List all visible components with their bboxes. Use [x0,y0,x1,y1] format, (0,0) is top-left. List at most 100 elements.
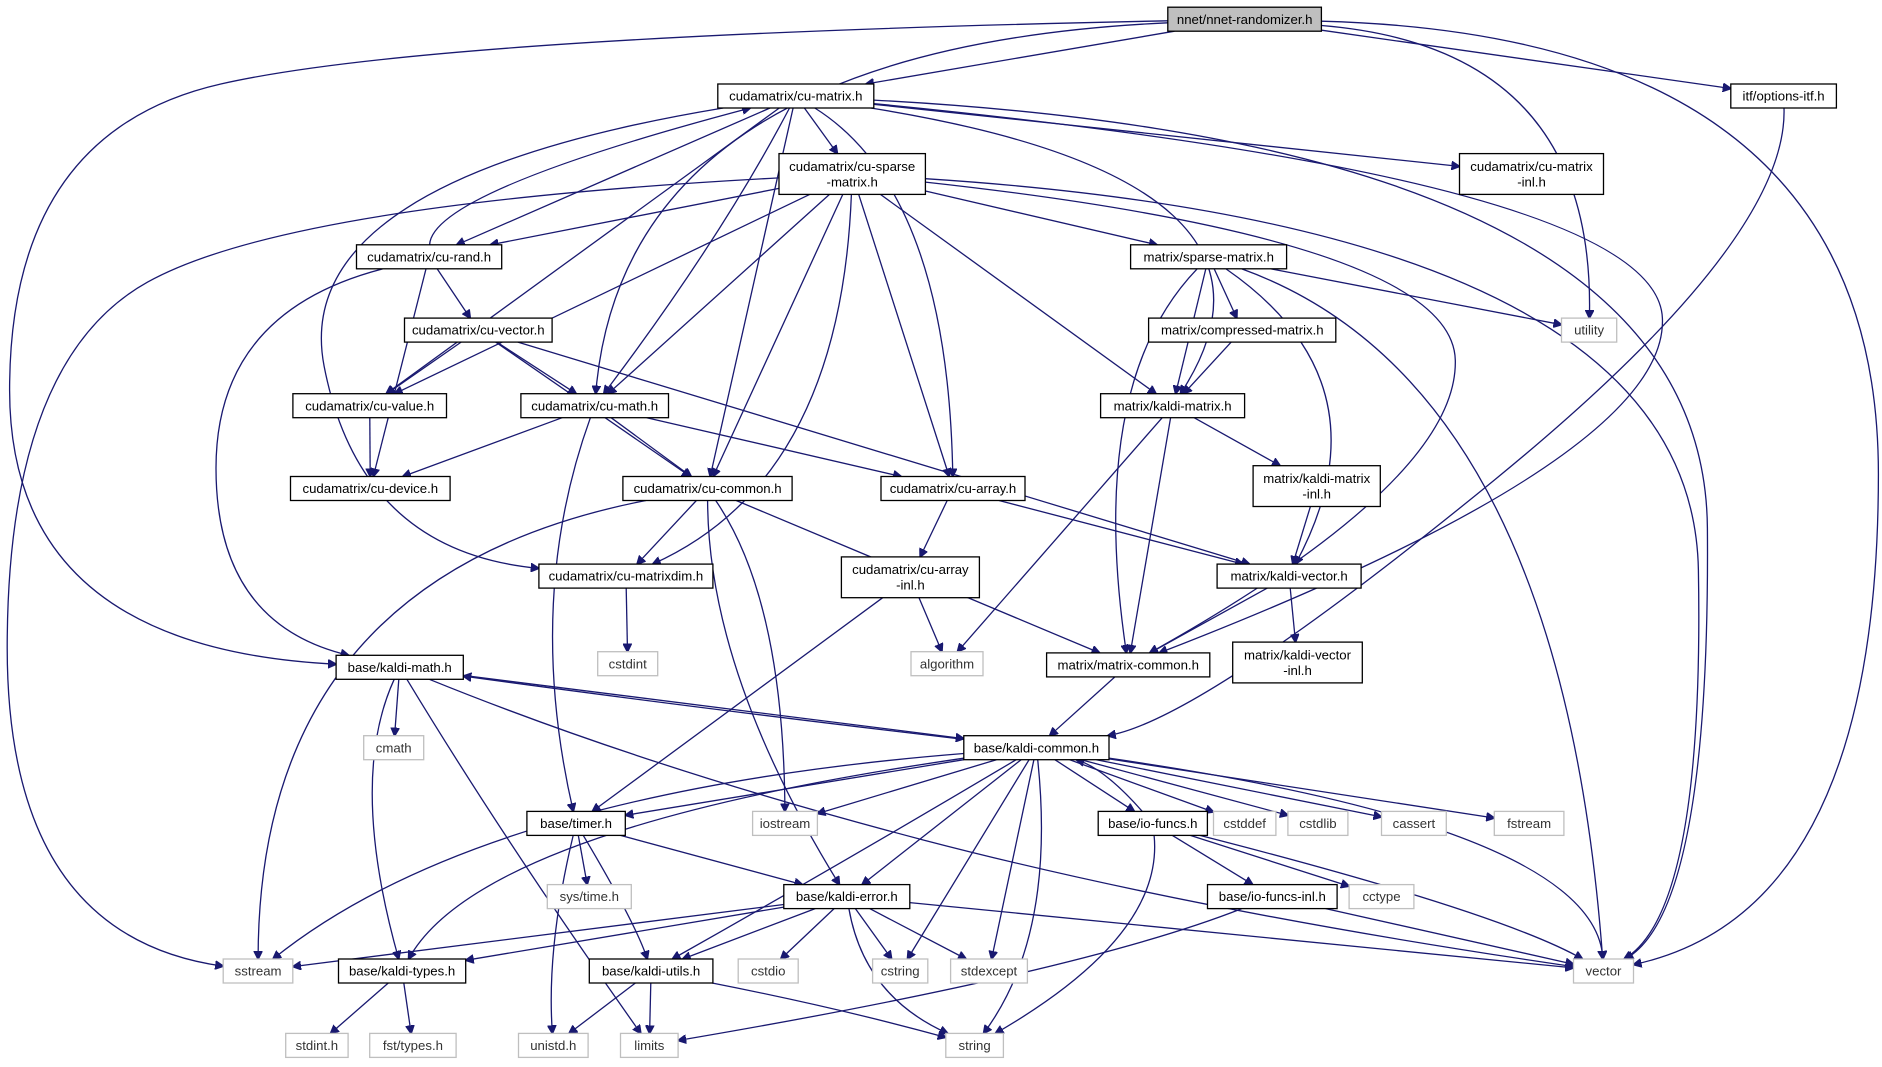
node-label: matrix/matrix-common.h [1057,658,1198,673]
edge-kaldierror-to-cstdio [781,908,835,959]
node-label: cstddef [1223,816,1266,831]
node-kaldivector[interactable]: matrix/kaldi-vector.h [1216,563,1362,589]
node-cuarrayinl[interactable]: cudamatrix/cu-array-inl.h [840,556,981,599]
node-compressed[interactable]: matrix/compressed-matrix.h [1147,317,1337,343]
edge-cumath-to-cudevice [403,417,563,477]
node-iofuncs[interactable]: base/io-funcs.h [1097,810,1209,837]
node-box [1206,883,1338,910]
edge-cuvector-to-kaldivector [517,341,1250,564]
node-kaldimatrixinl[interactable]: matrix/kaldi-matrix-inl.h [1252,465,1381,508]
node-optionsitf[interactable]: itf/options-itf.h [1730,83,1838,109]
node-label: matrix/kaldi-vector [1244,647,1352,662]
edge-kaldicommon-to-cstdlib [1080,759,1288,816]
edge-kaldicommon-to-string [984,759,1043,1034]
edge-iofuncs-to-kaldicommon [1076,760,1143,812]
edge-kaldimatrix-to-kaldimatrixinl [1193,417,1280,466]
node-label: cudamatrix/cu-rand.h [367,249,491,264]
node-cumatrix[interactable]: cudamatrix/cu-matrix.h [717,83,875,109]
node-box [880,475,1026,502]
node-label: cstring [881,964,920,979]
node-label: sys/time.h [560,889,619,904]
node-label: matrix/kaldi-matrix [1263,471,1370,486]
node-cumath[interactable]: cudamatrix/cu-math.h [520,393,670,419]
edge-kaldierror-to-vector [909,901,1574,968]
node-sparsematrix[interactable]: matrix/sparse-matrix.h [1129,244,1288,270]
edge-kaldierror-to-sstream [293,903,784,967]
node-label: algorithm [920,656,974,671]
node-kaldierror[interactable]: base/kaldi-error.h [783,883,911,910]
node-kaldimath[interactable]: base/kaldi-math.h [335,654,464,680]
edge-cumatrix-to-cusparse [803,107,837,154]
node-cstring: cstring [871,958,929,984]
edge-cuarray-to-kaldivector [998,499,1243,565]
edge-kaldierror-to-stdexcept [869,908,966,959]
node-box [1097,810,1209,837]
edge-kaldierror-to-cstring [854,908,891,959]
edge-kalditypes-to-fsttypes [403,982,411,1033]
node-cumatrixdim[interactable]: cudamatrix/cu-matrixdim.h [538,563,714,589]
edge-iofuncsinl-to-vector [1325,907,1574,965]
node-cumatrixinl[interactable]: cudamatrix/cu-matrix-inl.h [1458,152,1605,196]
edge-iofuncs-to-iofuncsinl [1172,834,1252,884]
node-label: base/timer.h [540,816,612,831]
node-kaldicommon[interactable]: base/kaldi-common.h [963,735,1110,761]
node-box [292,393,448,419]
node-systime: sys/time.h [546,883,632,910]
node-cusparse[interactable]: cudamatrix/cu-sparse-matrix.h [778,152,927,196]
node-timer[interactable]: base/timer.h [526,810,626,837]
edge-kaldivector-to-matrixcommon [1150,587,1268,653]
node-algorithm: algorithm [910,651,984,677]
node-box [840,556,981,599]
edge-kaldicommon-to-cstring [908,759,1030,959]
edge-timer-to-unistd [551,835,574,1033]
edge-cucommon-to-sstream [258,499,647,960]
node-kaldivectorinl[interactable]: matrix/kaldi-vector-inl.h [1232,641,1363,684]
node-box [619,1032,679,1059]
edge-kaldicommon-to-kaldierror [862,759,1022,885]
edge-curand-to-cumatrix [428,108,751,245]
edge-root-to-cumatrix [866,30,1175,84]
node-cuvalue[interactable]: cudamatrix/cu-value.h [292,393,448,419]
node-label: stdint.h [296,1038,339,1053]
edge-iofuncs-to-cctype [1190,834,1349,886]
node-label: itf/options-itf.h [1743,89,1825,104]
node-label: base/kaldi-common.h [974,740,1099,755]
node-iofuncsinl[interactable]: base/io-funcs-inl.h [1206,883,1338,910]
node-curand[interactable]: cudamatrix/cu-rand.h [355,244,503,270]
edge-cumatrix-to-matrixcommon [873,102,1664,653]
node-label: cstdio [751,964,785,979]
edge-cumath-to-timer [551,417,592,812]
node-label: -inl.h [1517,174,1546,189]
node-kalditypes[interactable]: base/kaldi-types.h [337,958,467,984]
node-root[interactable]: nnet/nnet-randomizer.h [1167,6,1323,32]
node-box [717,83,875,109]
node-box [1380,810,1447,837]
edge-cumatrix-to-vector [873,99,1709,959]
node-kaldiutils[interactable]: base/kaldi-utils.h [588,958,714,984]
node-label: sstream [235,964,282,979]
node-stdexcept: stdexcept [949,958,1029,984]
node-cuvector[interactable]: cudamatrix/cu-vector.h [403,317,553,343]
node-label: matrix/kaldi-matrix.h [1114,398,1232,413]
edge-kaldimath-to-vector [429,678,1573,966]
edge-kaldiutils-to-string [711,982,946,1037]
node-label: -matrix.h [827,174,878,189]
node-cudevice[interactable]: cudamatrix/cu-device.h [289,475,451,502]
edge-kaldimatrix-to-algorithm [958,417,1163,652]
edge-kaldicommon-to-kaldimath [463,676,964,740]
node-kaldimatrix[interactable]: matrix/kaldi-matrix.h [1099,393,1246,419]
node-label: base/kaldi-utils.h [602,964,700,979]
node-cucommon[interactable]: cudamatrix/cu-common.h [622,475,793,502]
node-box [335,654,464,680]
node-cuarray[interactable]: cudamatrix/cu-array.h [880,475,1026,502]
edge-cucommon-to-cumatrixdim [637,500,697,565]
node-label: base/io-funcs-inl.h [1219,889,1326,904]
node-box [737,958,799,984]
node-label: cudamatrix/cu-sparse [789,159,915,174]
edge-cumatrixdim-to-cstdint [626,588,627,652]
edge-kaldicommon-to-cstddef [1069,759,1214,812]
node-box [1730,83,1838,109]
node-label: -inl.h [1283,663,1312,678]
node-matrixcommon[interactable]: matrix/matrix-common.h [1045,652,1211,678]
edge-iofuncs-to-string [995,835,1156,1033]
